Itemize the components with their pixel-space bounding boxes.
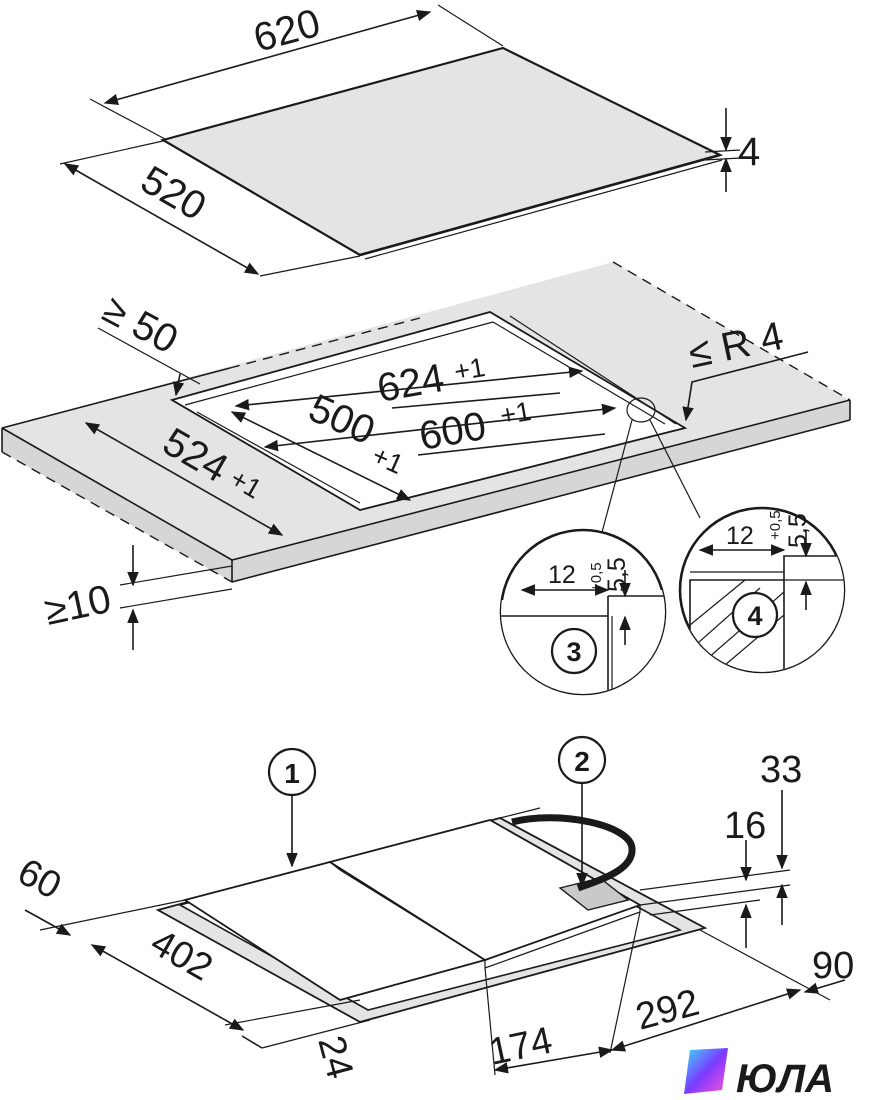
detail-3-tol: +0,5 [588,562,605,592]
detail-4: 12 5,5 +0,5 4 [678,506,846,674]
callout-2: 2 [557,735,607,888]
dim-16-33: 16 33 [639,749,802,948]
detail-4-depth: 5,5 [784,513,812,548]
dim-90-label: 90 [812,945,854,987]
logo: ЮЛА [684,1048,834,1100]
detail-3-marker: 3 [566,637,581,667]
logo-icon [684,1048,728,1094]
dim-620-label: 620 [249,1,325,61]
dim-60-label: 60 [11,851,68,908]
dim-10-label: ≥10 [41,577,115,634]
logo-text: ЮЛА [736,1057,834,1100]
dim-hob-thickness: 4 [704,108,760,192]
dim-292-label: 292 [631,982,703,1039]
detail-4-tol: +0,5 [767,510,784,540]
detail-4-marker: 4 [747,601,762,631]
dim-60: 60 [11,851,186,936]
dim-174-label: 174 [485,1020,556,1074]
dim-4-label: 4 [738,130,760,174]
dim-16-label: 16 [724,805,766,847]
hob-panel [160,46,724,260]
detail-3-width: 12 [548,561,576,589]
dim-33-label: 33 [760,749,802,791]
detail-3: 12 5,5 +0,5 3 [499,528,667,696]
callout-1: 1 [267,747,317,868]
dim-520-label: 520 [134,158,214,229]
dim-24-label: 24 [309,1031,361,1083]
callout-1-label: 1 [284,758,300,789]
detail-pointer [600,397,701,537]
dim-624-tol: +1 [452,352,488,387]
detail-3-depth: 5,5 [603,557,631,592]
dim-90: 90 [699,929,854,1001]
detail-4-width: 12 [726,522,754,550]
dim-600-tol: +1 [498,396,534,431]
callout-2-label: 2 [574,746,590,777]
